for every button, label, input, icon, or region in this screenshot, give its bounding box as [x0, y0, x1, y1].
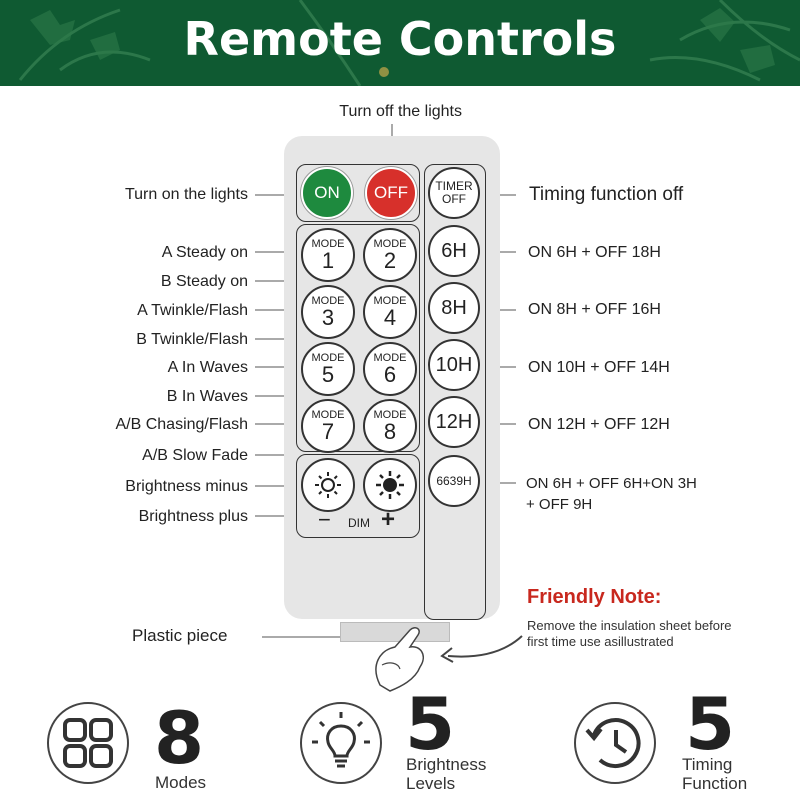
- hand-pulling-icon: [375, 627, 424, 692]
- header-banner: Remote Controls: [0, 0, 800, 86]
- label-mode-5: A In Waves: [167, 359, 248, 376]
- bulb-icon: [300, 702, 382, 784]
- label-timer-6639h-cont: + OFF 9H: [526, 496, 593, 513]
- timer-12h-button[interactable]: 12H: [428, 396, 480, 448]
- label-brightness-minus: Brightness minus: [125, 478, 248, 495]
- label-plastic-piece: Plastic piece: [132, 626, 228, 645]
- timer-6639h-button[interactable]: 6639H: [428, 455, 480, 507]
- note-text: Remove the insulation sheet before first…: [527, 618, 732, 649]
- timer-panel: [424, 164, 486, 620]
- dim-panel: [296, 454, 420, 538]
- label-turn-on: Turn on the lights: [124, 186, 248, 203]
- on-button[interactable]: ON: [301, 167, 353, 219]
- label-timer-12h: ON 12H + OFF 12H: [528, 416, 670, 433]
- note-title: Friendly Note:: [527, 586, 662, 608]
- stat-timing-label: Timing Function: [682, 755, 748, 793]
- grid-icon: [47, 702, 129, 784]
- off-button[interactable]: OFF: [365, 167, 417, 219]
- dim-plus-sign: +: [381, 506, 396, 533]
- stat-modes-label: Modes: [155, 773, 207, 792]
- power-panel: [296, 164, 420, 222]
- timer-6h-button[interactable]: 6H: [428, 225, 480, 277]
- stat-brightness-value: 5: [405, 682, 456, 766]
- clock-icon: [574, 702, 656, 784]
- sun-outline-icon: [315, 472, 341, 498]
- label-mode-7: A/B Chasing/Flash: [115, 416, 248, 433]
- timer-8h-button[interactable]: 8H: [428, 282, 480, 334]
- stat-modes-value: 8: [154, 696, 205, 780]
- brightness-minus-button[interactable]: [301, 458, 355, 512]
- mode-panel: [296, 224, 420, 452]
- stat-brightness-label: Brightness Levels: [406, 755, 487, 793]
- dim-label: DIM: [348, 516, 370, 530]
- label-timer-6h: ON 6H + OFF 18H: [528, 244, 661, 261]
- dim-minus-sign: −: [318, 507, 331, 532]
- curved-arrow-icon: [440, 635, 523, 663]
- label-brightness-plus: Brightness plus: [138, 508, 248, 525]
- label-timer-6639h: ON 6H + OFF 6H+ON 3H: [526, 475, 697, 492]
- label-mode-8: A/B Slow Fade: [142, 447, 248, 464]
- label-mode-4: B Twinkle/Flash: [136, 331, 248, 348]
- label-timer-10h: ON 10H + OFF 14H: [528, 359, 670, 376]
- sun-filled-icon: [376, 471, 404, 499]
- timer-10h-button[interactable]: 10H: [428, 339, 480, 391]
- stat-timing-value: 5: [685, 682, 736, 766]
- label-mode-1: A Steady on: [161, 244, 248, 261]
- holly-decoration-icon: [18, 0, 800, 86]
- brightness-plus-button[interactable]: [363, 458, 417, 512]
- label-mode-3: A Twinkle/Flash: [137, 302, 248, 319]
- label-timer-8h: ON 8H + OFF 16H: [528, 301, 661, 318]
- page-title: Remote Controls: [183, 12, 617, 66]
- label-mode-2: B Steady on: [160, 273, 248, 290]
- label-turn-off: Turn off the lights: [339, 103, 462, 120]
- plastic-piece: [340, 622, 450, 642]
- label-timer-off: Timing function off: [529, 184, 684, 205]
- label-mode-6: B In Waves: [166, 388, 248, 405]
